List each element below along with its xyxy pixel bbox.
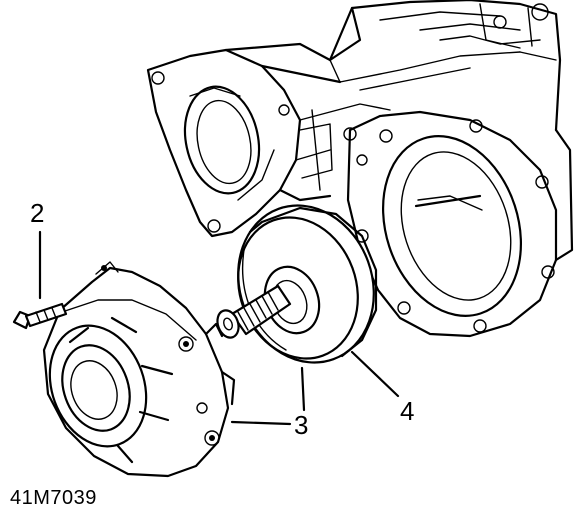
callout-4: 4 bbox=[400, 396, 415, 426]
leader-lines bbox=[38, 230, 400, 426]
callout-2: 2 bbox=[30, 198, 45, 228]
callout-3: 3 bbox=[294, 410, 309, 440]
extension-housing bbox=[42, 261, 236, 478]
figure-code: 41M7039 bbox=[10, 487, 97, 509]
drive-flange-assembly bbox=[216, 204, 378, 364]
bolt bbox=[12, 302, 68, 330]
gearbox-housing bbox=[146, 0, 574, 338]
